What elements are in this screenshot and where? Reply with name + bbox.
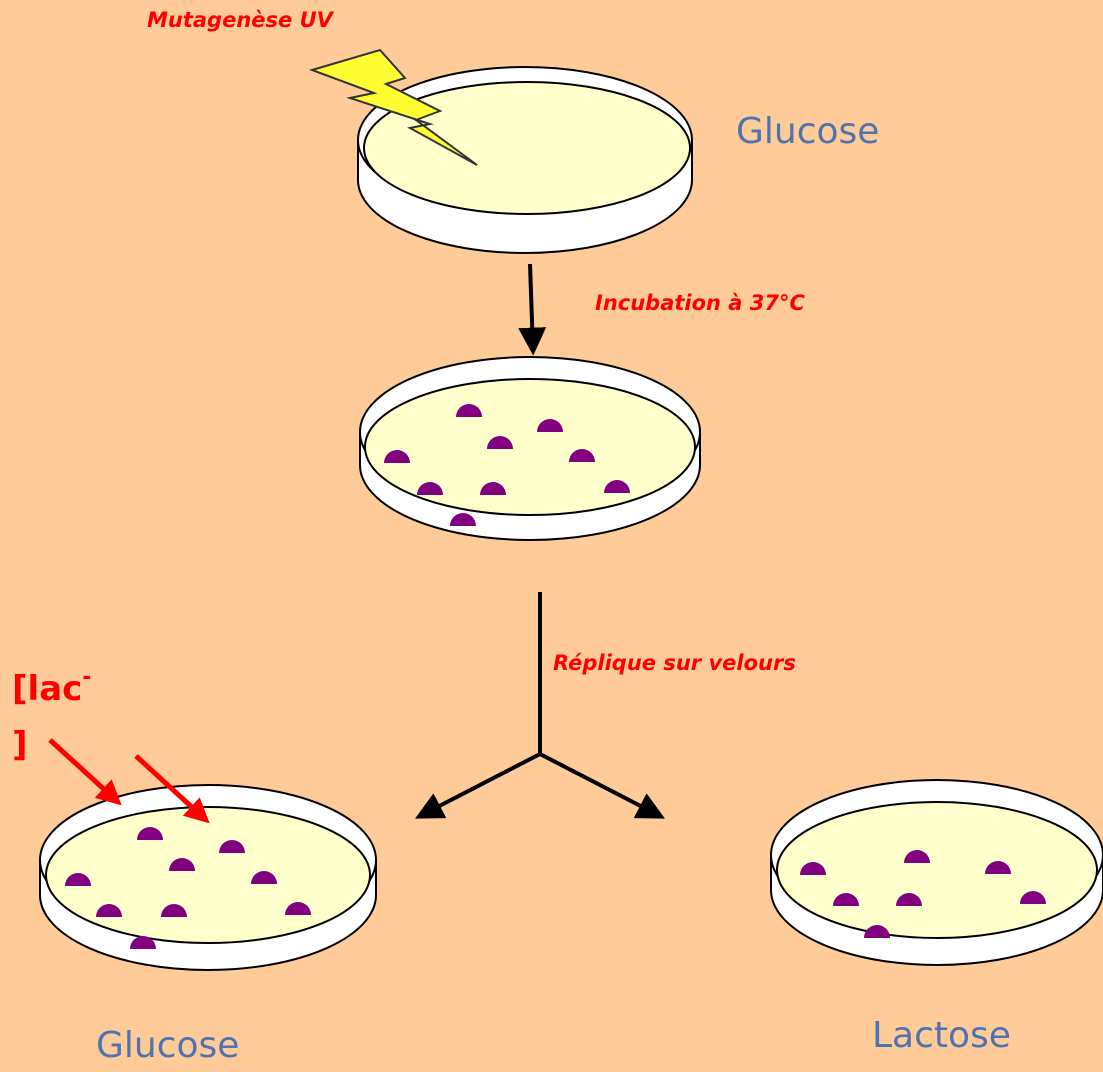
- medium-label-bottom-left: Glucose: [96, 1025, 239, 1066]
- mutant-label-superscript: -: [82, 665, 91, 690]
- incubation-step-label: Incubation à 37°C: [595, 291, 805, 315]
- mutant-label-close: ]: [12, 725, 28, 765]
- petri-dish-bottom-left: [40, 785, 376, 970]
- medium-label-top: Glucose: [736, 111, 879, 152]
- arrow-incubation: [530, 264, 533, 350]
- uv-step-label: Mutagenèse UV: [147, 8, 335, 32]
- replica-step-label: Réplique sur velours: [553, 651, 796, 675]
- replica-branch-arrows: [420, 592, 660, 816]
- medium-label-bottom-right: Lactose: [872, 1015, 1011, 1056]
- petri-dish-middle: [360, 357, 700, 540]
- mutant-label: [lac-: [12, 665, 91, 709]
- mutant-label-main: [lac: [12, 669, 82, 709]
